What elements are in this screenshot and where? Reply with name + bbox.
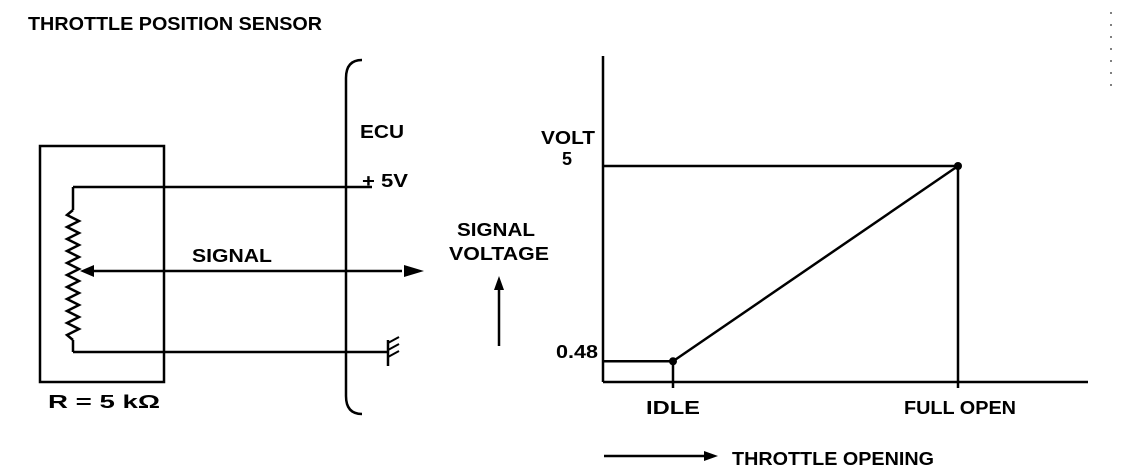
series-line <box>672 164 959 363</box>
right-arrow-icon <box>704 451 718 461</box>
ecu-bracket <box>344 58 363 416</box>
y-max-label: 5 <box>562 149 572 169</box>
y-caption-line1: SIGNAL <box>457 220 535 240</box>
resistor-symbol <box>64 209 82 341</box>
x-label-full-open: FULL OPEN <box>904 398 1016 418</box>
wiper-arrowhead-icon <box>80 265 94 277</box>
ground-icon <box>386 336 400 366</box>
signal-label: SIGNAL <box>192 246 272 266</box>
chart-marks <box>603 162 962 388</box>
x-label-idle: IDLE <box>646 398 700 418</box>
x-caption: THROTTLE OPENING <box>732 449 934 468</box>
supply-voltage-label: + 5V <box>362 171 408 191</box>
signal-arrowhead-icon <box>404 265 424 277</box>
resistance-label: R = 5 kΩ <box>48 392 160 412</box>
data-point-0 <box>669 357 677 366</box>
y-unit-label: VOLT <box>541 128 595 148</box>
ecu-label: ECU <box>360 122 404 142</box>
y-min-label: 0.48 <box>556 342 598 362</box>
y-caption-line2: VOLTAGE <box>449 244 549 264</box>
diagram-title: THROTTLE POSITION SENSOR <box>28 14 322 34</box>
data-point-1 <box>954 162 962 170</box>
up-arrow-icon <box>494 276 504 290</box>
sensor-housing-box <box>38 144 166 384</box>
